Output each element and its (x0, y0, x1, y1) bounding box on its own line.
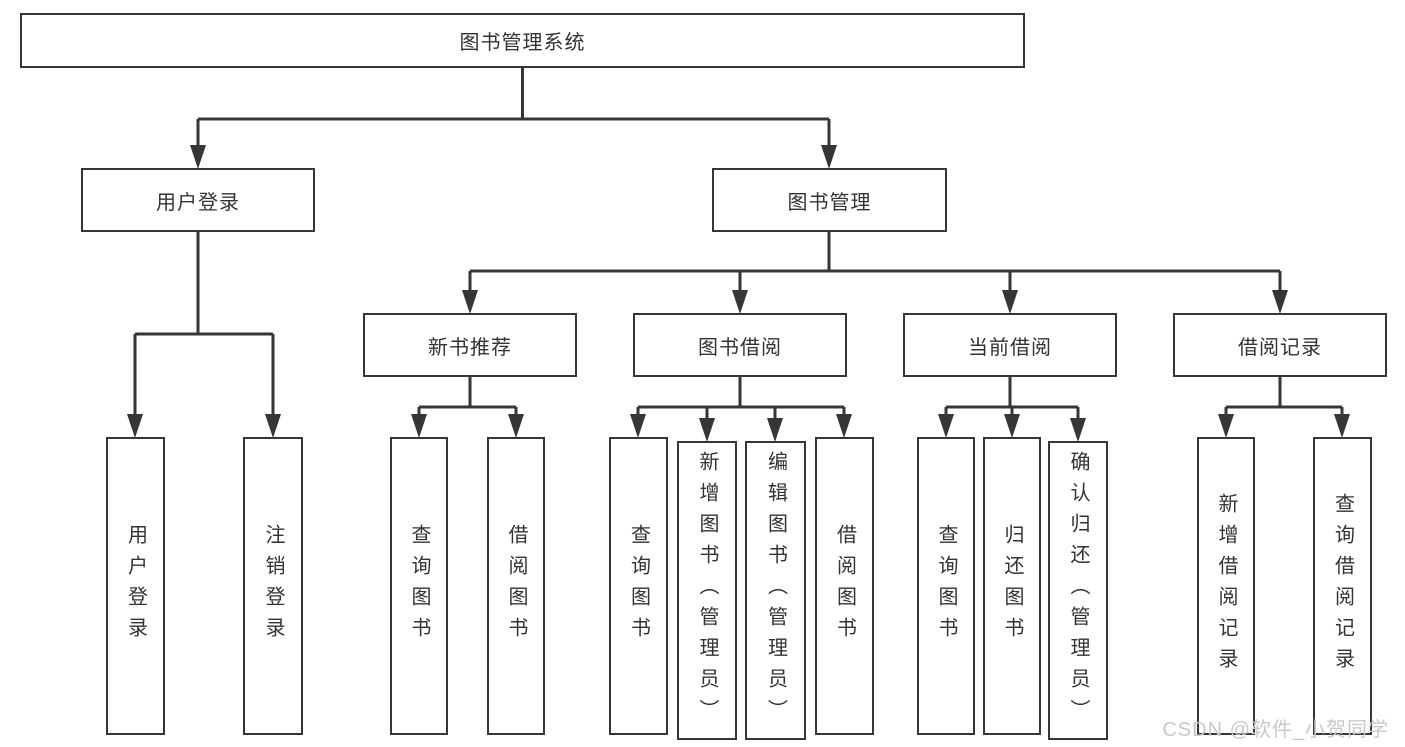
connector-new-book-recommend-to-leaves (411, 377, 524, 438)
leaf-nb-borrow-books: 借阅图书 (487, 437, 545, 735)
node-book-borrow: 图书借阅 (633, 313, 847, 377)
node-borrow-records: 借阅记录 (1173, 313, 1387, 377)
leaf-bb-borrow-books: 借阅图书 (815, 437, 874, 735)
node-current-borrow: 当前借阅 (903, 313, 1117, 377)
node-new-book-recommend: 新书推荐 (363, 313, 577, 377)
leaf-br-add-record: 新增借阅记录 (1197, 437, 1255, 735)
leaf-cb-query-books: 查询图书 (917, 437, 975, 735)
connector-root-to-level2 (190, 68, 837, 169)
leaf-bb-query-books: 查询图书 (609, 437, 668, 735)
node-root-library-system: 图书管理系统 (20, 13, 1025, 68)
leaf-nb-query-books: 查询图书 (390, 437, 448, 735)
node-book-management: 图书管理 (712, 168, 947, 232)
leaf-br-query-record: 查询借阅记录 (1313, 437, 1372, 735)
leaf-bb-edit-book-admin: 编辑图书（管理员） (745, 441, 806, 740)
leaf-logout: 注销登录 (243, 437, 303, 735)
leaf-cb-confirm-return-admin: 确认归还（管理员） (1048, 441, 1108, 740)
connector-borrow-records-to-leaves (1218, 377, 1350, 438)
leaf-cb-return-books: 归还图书 (983, 437, 1041, 735)
connector-book-borrow-to-leaves (630, 377, 852, 442)
leaf-user-login: 用户登录 (106, 437, 165, 735)
csdn-watermark: CSDN @软件_小贺同学 (1162, 719, 1389, 741)
connector-user-login-to-leaves (127, 232, 281, 438)
connector-book-management-to-level3 (462, 232, 1288, 314)
leaf-bb-add-book-admin: 新增图书（管理员） (677, 441, 737, 740)
node-user-login: 用户登录 (81, 168, 315, 232)
connector-current-borrow-to-leaves (938, 377, 1086, 442)
